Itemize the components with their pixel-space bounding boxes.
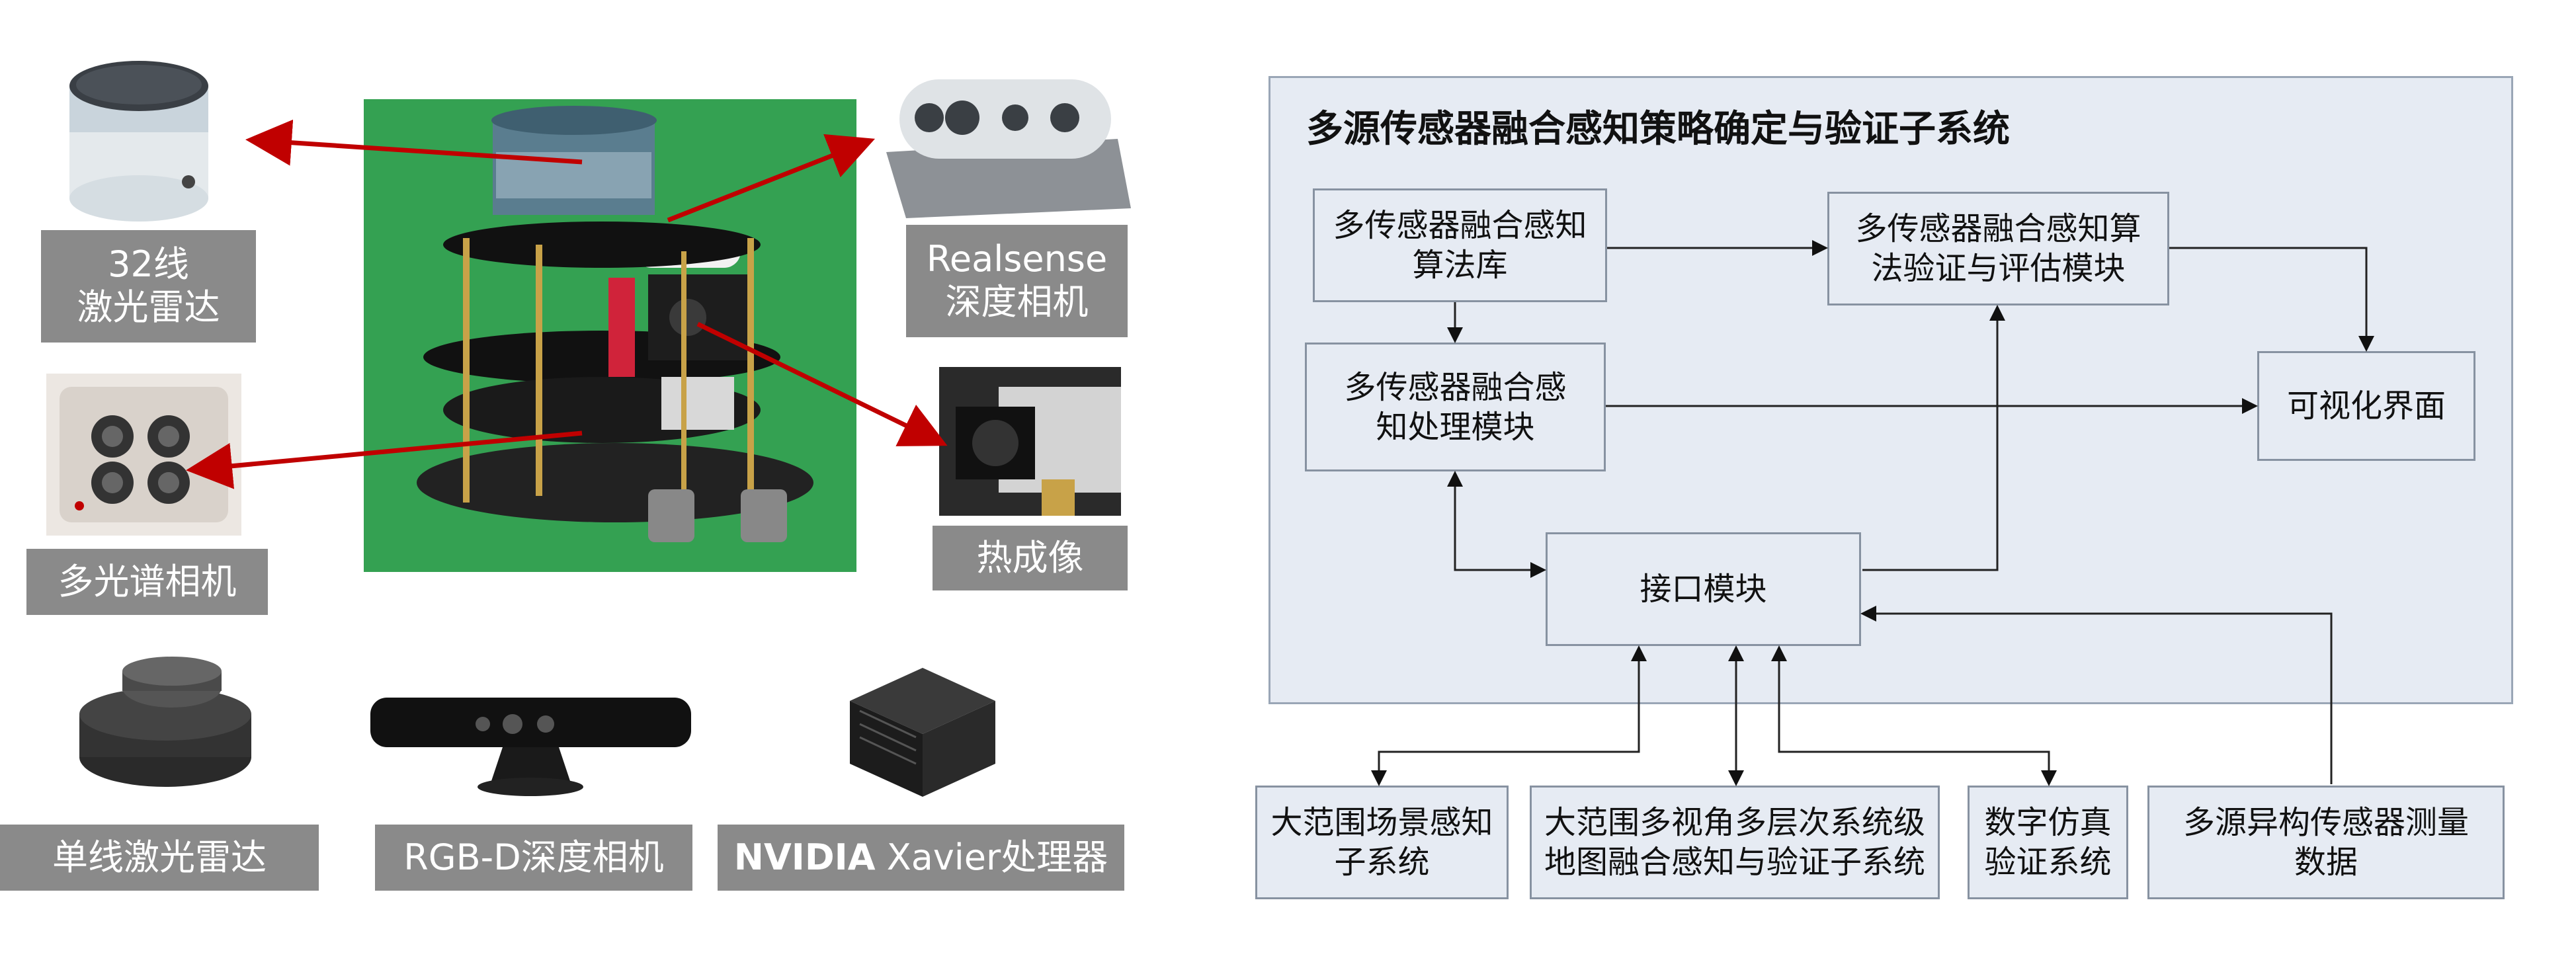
- arrow-to-multispectral: [186, 430, 583, 489]
- nvidia-xavier-image: [823, 648, 1009, 807]
- connector-processing-interface: [1447, 471, 1546, 578]
- rgbd-camera-caption: RGB-D深度相机: [375, 825, 692, 891]
- multispectral-camera-caption: 多光谱相机: [26, 549, 268, 615]
- single-line-lidar-image: [66, 651, 261, 800]
- thermal-camera-image: [939, 367, 1121, 516]
- arrow-to-lidar32: [245, 119, 583, 166]
- xavier-processor-text: Xavier处理器: [875, 836, 1108, 878]
- lidar32-image: [43, 40, 235, 231]
- pointer-arrows: [186, 119, 948, 489]
- connector-interface-scene: [1371, 645, 1647, 786]
- connector-verify-to-visual: [2169, 247, 2374, 352]
- nvidia-brand-text: NVIDIA: [733, 836, 876, 878]
- heterogeneous-sensor-data-box: 多源异构传感器测量 数据: [2147, 786, 2505, 899]
- connector-interface-to-verify: [1862, 305, 2005, 571]
- interface-module-box: 接口模块: [1546, 532, 1861, 646]
- fusion-processing-box: 多传感器融合感 知处理模块: [1305, 343, 1606, 471]
- arrow-to-realsense: [667, 134, 876, 223]
- verification-evaluation-box: 多传感器融合感知算 法验证与评估模块: [1827, 192, 2169, 305]
- digital-simulation-box: 数字仿真 验证系统: [1968, 786, 2128, 899]
- arrow-to-thermal: [696, 321, 948, 446]
- fusion-algorithm-library-box: 多传感器融合感知 算法库: [1313, 188, 1607, 302]
- nvidia-xavier-caption: NVIDIA Xavier处理器: [718, 825, 1124, 891]
- connector-interface-sim: [1771, 645, 2057, 786]
- map-fusion-subsystem-box: 大范围多视角多层次系统级 地图融合感知与验证子系统: [1530, 786, 1940, 899]
- diagram-title: 多源传感器融合感知策略确定与验证子系统: [1306, 108, 2010, 151]
- visualization-interface-box: 可视化界面: [2257, 351, 2475, 461]
- realsense-caption: Realsense 深度相机: [906, 225, 1128, 337]
- rgbd-camera-image: [370, 688, 691, 800]
- single-line-lidar-caption: 单线激光雷达: [0, 825, 319, 891]
- thermal-camera-caption: 热成像: [933, 526, 1128, 590]
- lidar32-caption: 32线 激光雷达: [41, 230, 256, 343]
- realsense-camera-image: [873, 66, 1131, 218]
- scene-perception-subsystem-box: 大范围场景感知 子系统: [1255, 786, 1509, 899]
- connector-hetero-to-interface: [1860, 606, 2333, 784]
